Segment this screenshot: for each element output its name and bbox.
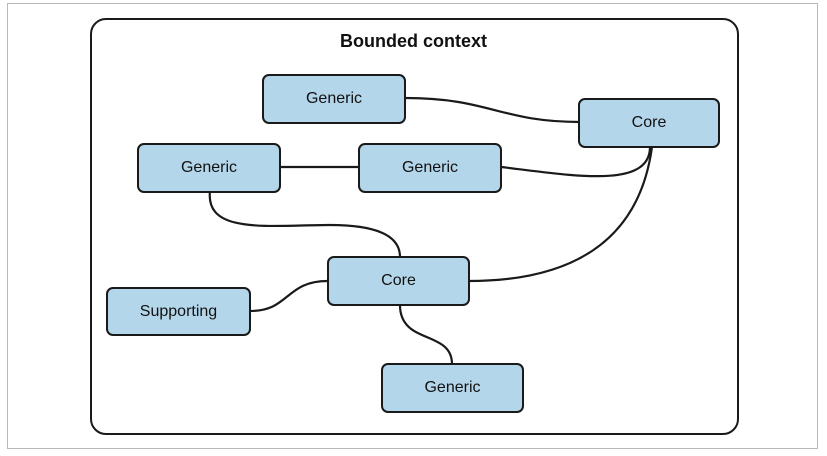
link-generic-left-core-center [208,190,402,258]
node-core-center: Core [327,256,470,306]
node-generic-top: Generic [262,74,406,124]
link-core-center-generic-bottom [398,304,454,365]
node-label: Generic [424,379,481,396]
node-label: Generic [401,159,459,176]
node-label: Supporting [139,302,218,320]
link-supporting-core-center [249,279,329,313]
node-generic-bottom: Generic [381,363,524,413]
link-generic-top-core-right [404,96,581,124]
node-label: Generic [180,159,238,176]
node-generic-left: Generic [137,143,281,193]
diagram-title: Bounded context [340,31,487,51]
node-label: Core [381,272,416,289]
figure-frame [7,3,818,449]
node-generic-middle: Generic [358,143,502,193]
node-label: Generic [305,90,363,107]
bounded-context-boundary [90,18,739,435]
node-core-right: Core [578,98,720,148]
node-label: Core [631,114,667,131]
link-generic-middle-core-right [500,146,652,178]
link-core-right-core-center [468,146,654,283]
node-supporting: Supporting [106,287,251,336]
